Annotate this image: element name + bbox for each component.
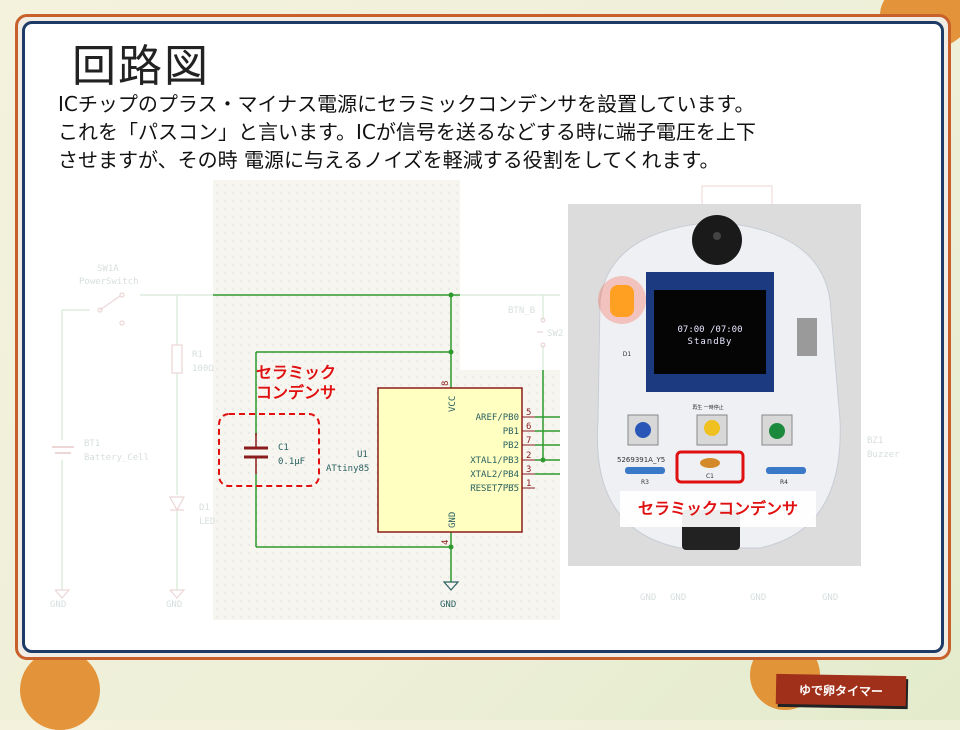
btn-value: SW2	[547, 329, 563, 339]
d1-value: LED	[199, 517, 215, 527]
app-title-badge: ゆで卵タイマー	[775, 673, 907, 707]
resistor-r3	[625, 467, 665, 474]
u1-ref: U1	[357, 450, 368, 460]
u1-value: ATtiny85	[326, 464, 369, 474]
pin-number: 8	[441, 381, 451, 386]
callout-line1: セラミック	[256, 363, 336, 382]
gnd-symbol	[442, 581, 460, 591]
yellow-button	[704, 420, 720, 436]
ic-pin-name: XTAL1/PB3	[470, 456, 519, 466]
pin-number: 7	[526, 436, 531, 446]
ic-pin-name: AREF/PB0	[476, 413, 519, 423]
vcc-label: VCC	[448, 396, 458, 412]
ic-pin-name: PB2	[503, 441, 519, 451]
gnd-label: GND	[166, 600, 182, 610]
pin-number: 1	[526, 479, 531, 489]
gnd-label: GND	[440, 600, 456, 610]
ic-u1	[377, 387, 523, 533]
led	[610, 285, 634, 317]
gnd-label: GND	[640, 593, 656, 603]
ic-pin-name: PB1	[503, 427, 519, 437]
faded-components	[52, 292, 546, 599]
paint-splatter	[20, 650, 100, 730]
callout-line2: コンデンサ	[256, 383, 336, 402]
r4-silk: R4	[780, 479, 788, 486]
bz1-ref: BZ1	[867, 436, 883, 446]
resistor-silk: 5269391A_Y5	[617, 456, 665, 464]
gnd-label: GND	[670, 593, 686, 603]
capacitor-highlight	[218, 413, 320, 487]
description: ICチップのプラス・マイナス電源にセラミックコンデンサを設置しています。 これを…	[58, 90, 756, 174]
pin-number: 4	[441, 540, 451, 545]
bt1-ref: BT1	[84, 439, 100, 449]
d1-ref: D1	[199, 503, 210, 513]
capacitor-highlight	[675, 450, 745, 484]
resistor-r4	[766, 467, 806, 474]
r1-value: 100Ω	[192, 364, 214, 374]
description-line: ICチップのプラス・マイナス電源にセラミックコンデンサを設置しています。	[58, 92, 755, 116]
description-line: させますが、その時 電源に与えるノイズを軽減する役割をしてくれます。	[58, 148, 720, 172]
bt1-value: Battery_Cell	[84, 453, 149, 463]
c1-silk: C1	[706, 473, 714, 480]
pcb-photo: 07:00 /07:00 StandBy D1 再生 一時停止 5269391A…	[568, 204, 861, 566]
description-line: これを「パスコン」と言います。ICが信号を送るなどする時に端子電圧を上下	[58, 120, 756, 144]
ic-pin-name: XTAL2/PB4	[470, 470, 519, 480]
gnd-label: GND	[750, 593, 766, 603]
sw1-value: PowerSwitch	[79, 277, 139, 287]
green-button	[769, 423, 785, 439]
r1-ref: R1	[192, 350, 203, 360]
gnd-pin-label: GND	[448, 512, 458, 528]
oled-status: StandBy	[688, 337, 733, 347]
page-title: 回路図	[72, 41, 210, 92]
power-switch	[797, 318, 817, 356]
ic-pin-name: RESET/PB5	[470, 484, 519, 494]
d1-silk: D1	[623, 351, 632, 358]
pin-number: 3	[526, 465, 531, 475]
oled-time: 07:00 /07:00	[677, 325, 742, 335]
pin-number: 6	[526, 422, 531, 432]
wires	[213, 294, 560, 582]
pin-number: 2	[526, 451, 531, 461]
pin-number: 5	[526, 408, 531, 418]
photo-caption: セラミックコンデンサ	[638, 499, 798, 518]
r3-silk: R3	[641, 479, 649, 486]
faded-wires	[61, 294, 560, 590]
button-silk: 再生 一時停止	[692, 404, 724, 411]
gnd-label: GND	[50, 600, 66, 610]
c1-value: 0.1µF	[278, 457, 305, 467]
ceramic-capacitor	[700, 458, 720, 468]
btn-ref: BTN_B	[508, 306, 535, 316]
bz1-value: Buzzer	[867, 450, 900, 460]
capacitor-c1	[244, 433, 268, 474]
c1-ref: C1	[278, 443, 289, 453]
blue-button	[635, 422, 651, 438]
gnd-label: GND	[822, 593, 838, 603]
sw1-ref: SW1A	[97, 264, 119, 274]
